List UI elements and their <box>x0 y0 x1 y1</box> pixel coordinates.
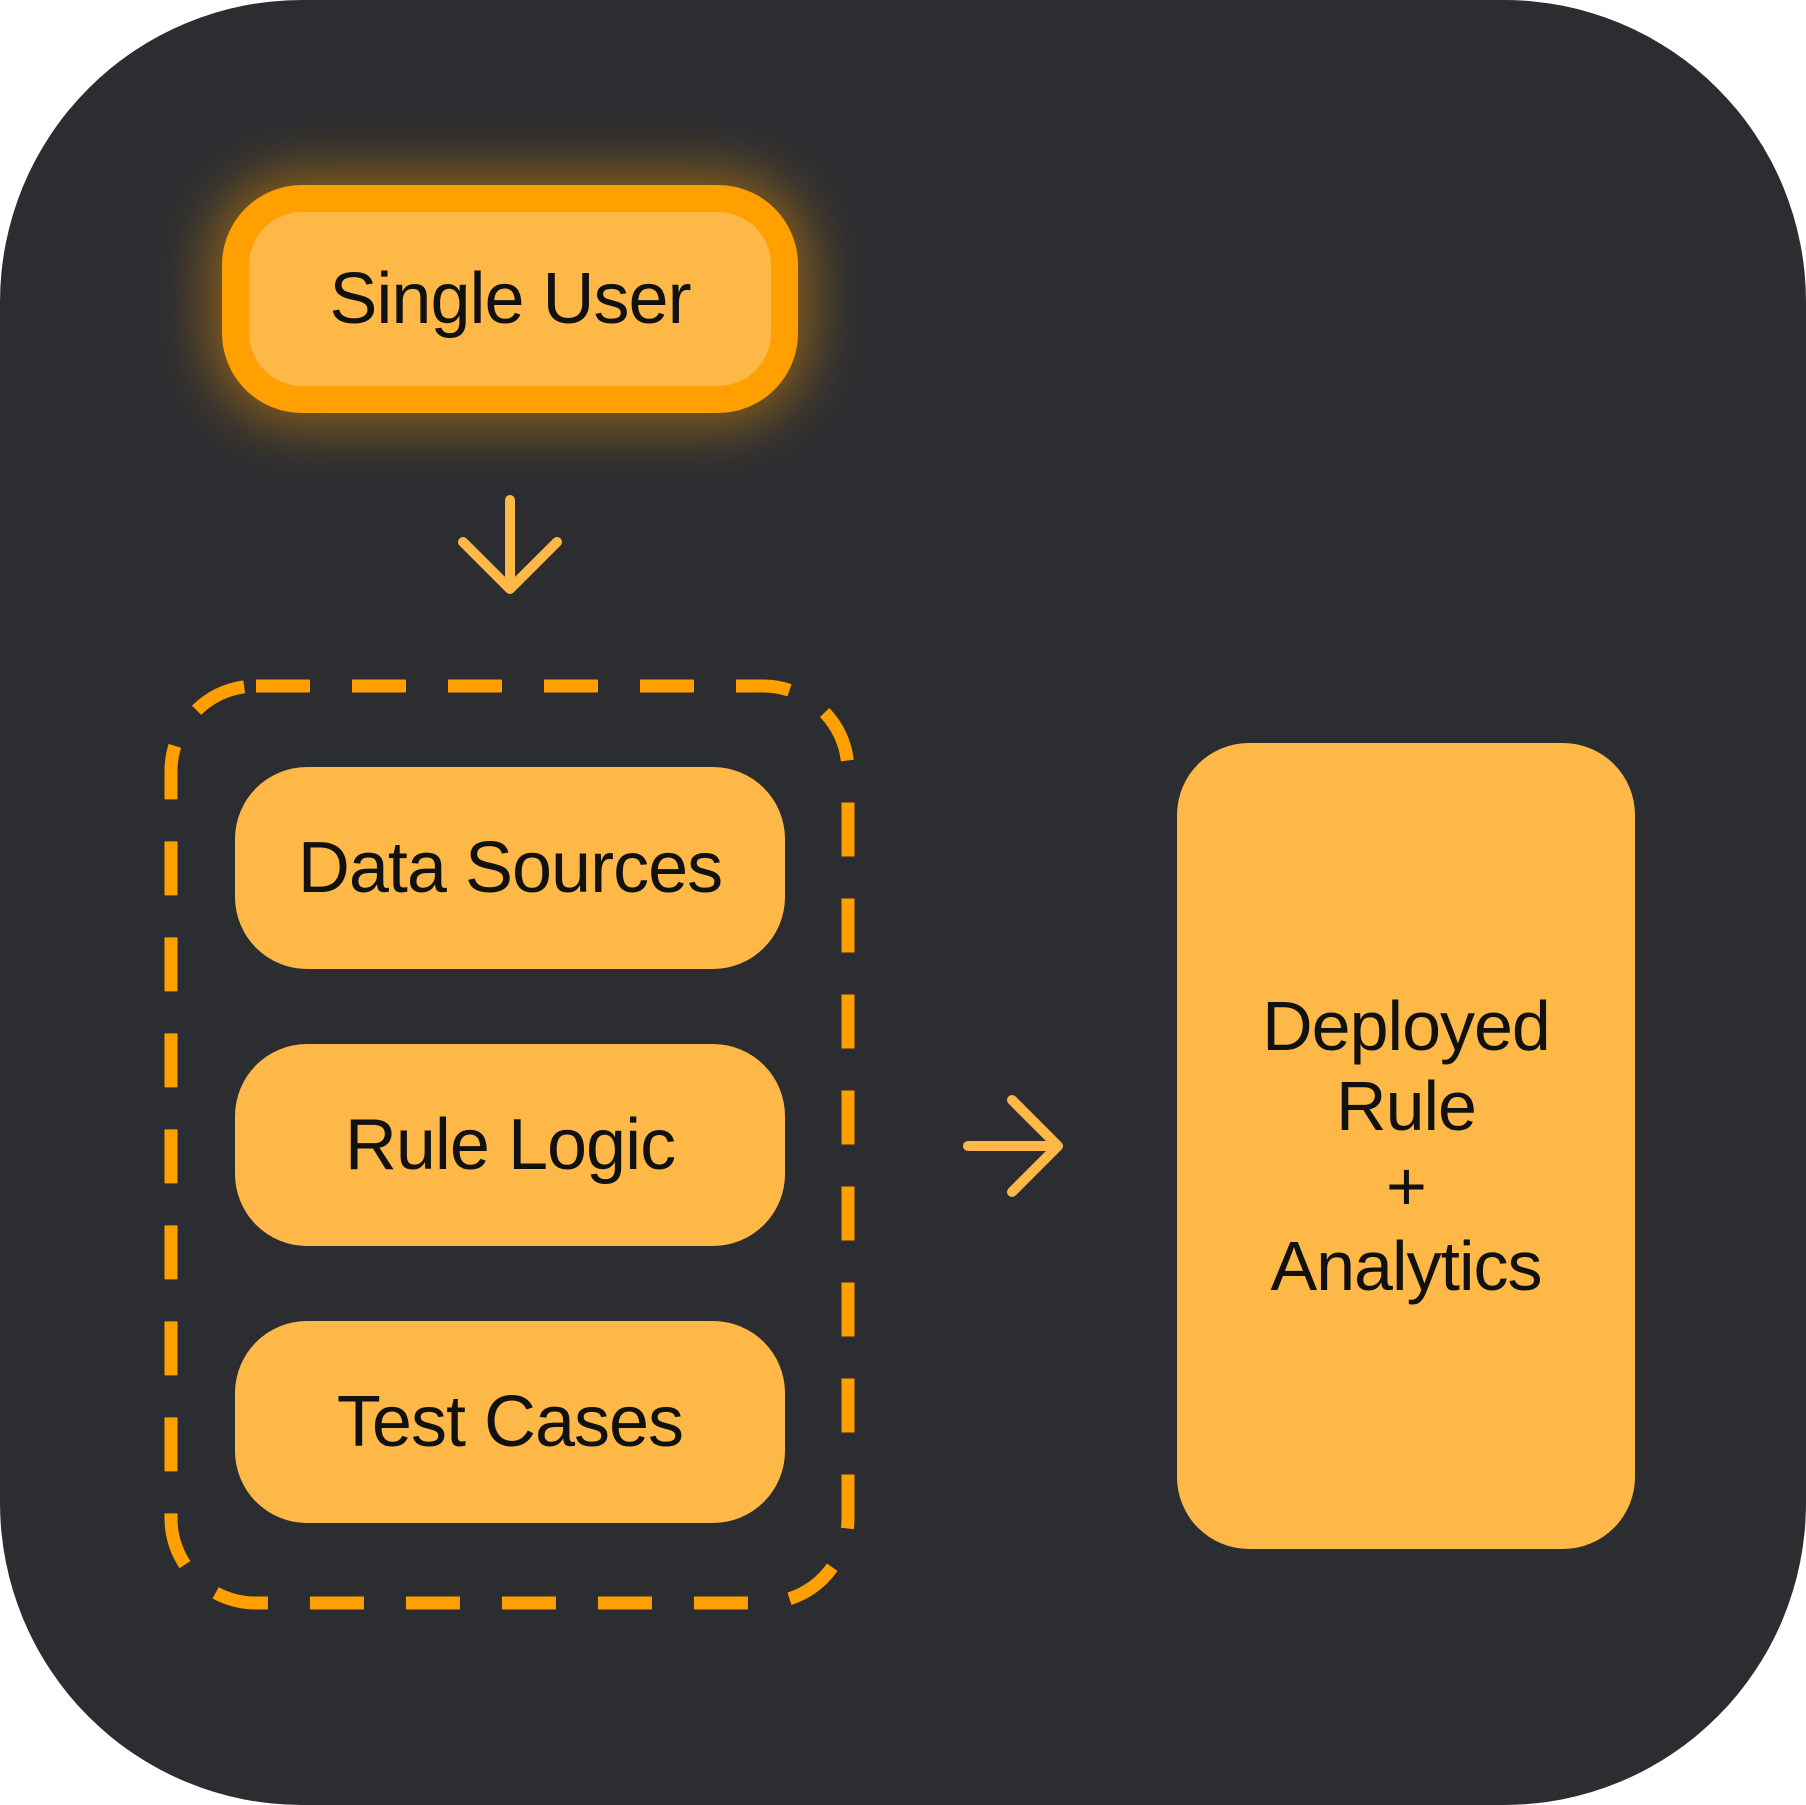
single-user-node: Single User <box>222 185 798 413</box>
deployed-label-line4: Analytics <box>1270 1227 1542 1305</box>
deployed-rule-node: Deployed Rule + Analytics <box>1177 743 1635 1549</box>
test-cases-node: Test Cases <box>235 1321 785 1523</box>
group-dashed-border <box>164 679 855 1610</box>
rule-logic-node: Rule Logic <box>235 1044 785 1246</box>
arrow-down-icon <box>458 495 562 594</box>
test-cases-label: Test Cases <box>336 1382 684 1462</box>
deployed-label-line1: Deployed <box>1262 987 1551 1065</box>
arrow-right-icon <box>963 1095 1063 1197</box>
data-sources-node: Data Sources <box>235 767 785 969</box>
deployed-label-plus: + <box>1386 1147 1427 1225</box>
data-sources-label: Data Sources <box>297 828 723 908</box>
deployed-label-line2: Rule <box>1336 1067 1477 1145</box>
rule-logic-label: Rule Logic <box>344 1105 676 1185</box>
single-user-label: Single User <box>329 259 691 339</box>
